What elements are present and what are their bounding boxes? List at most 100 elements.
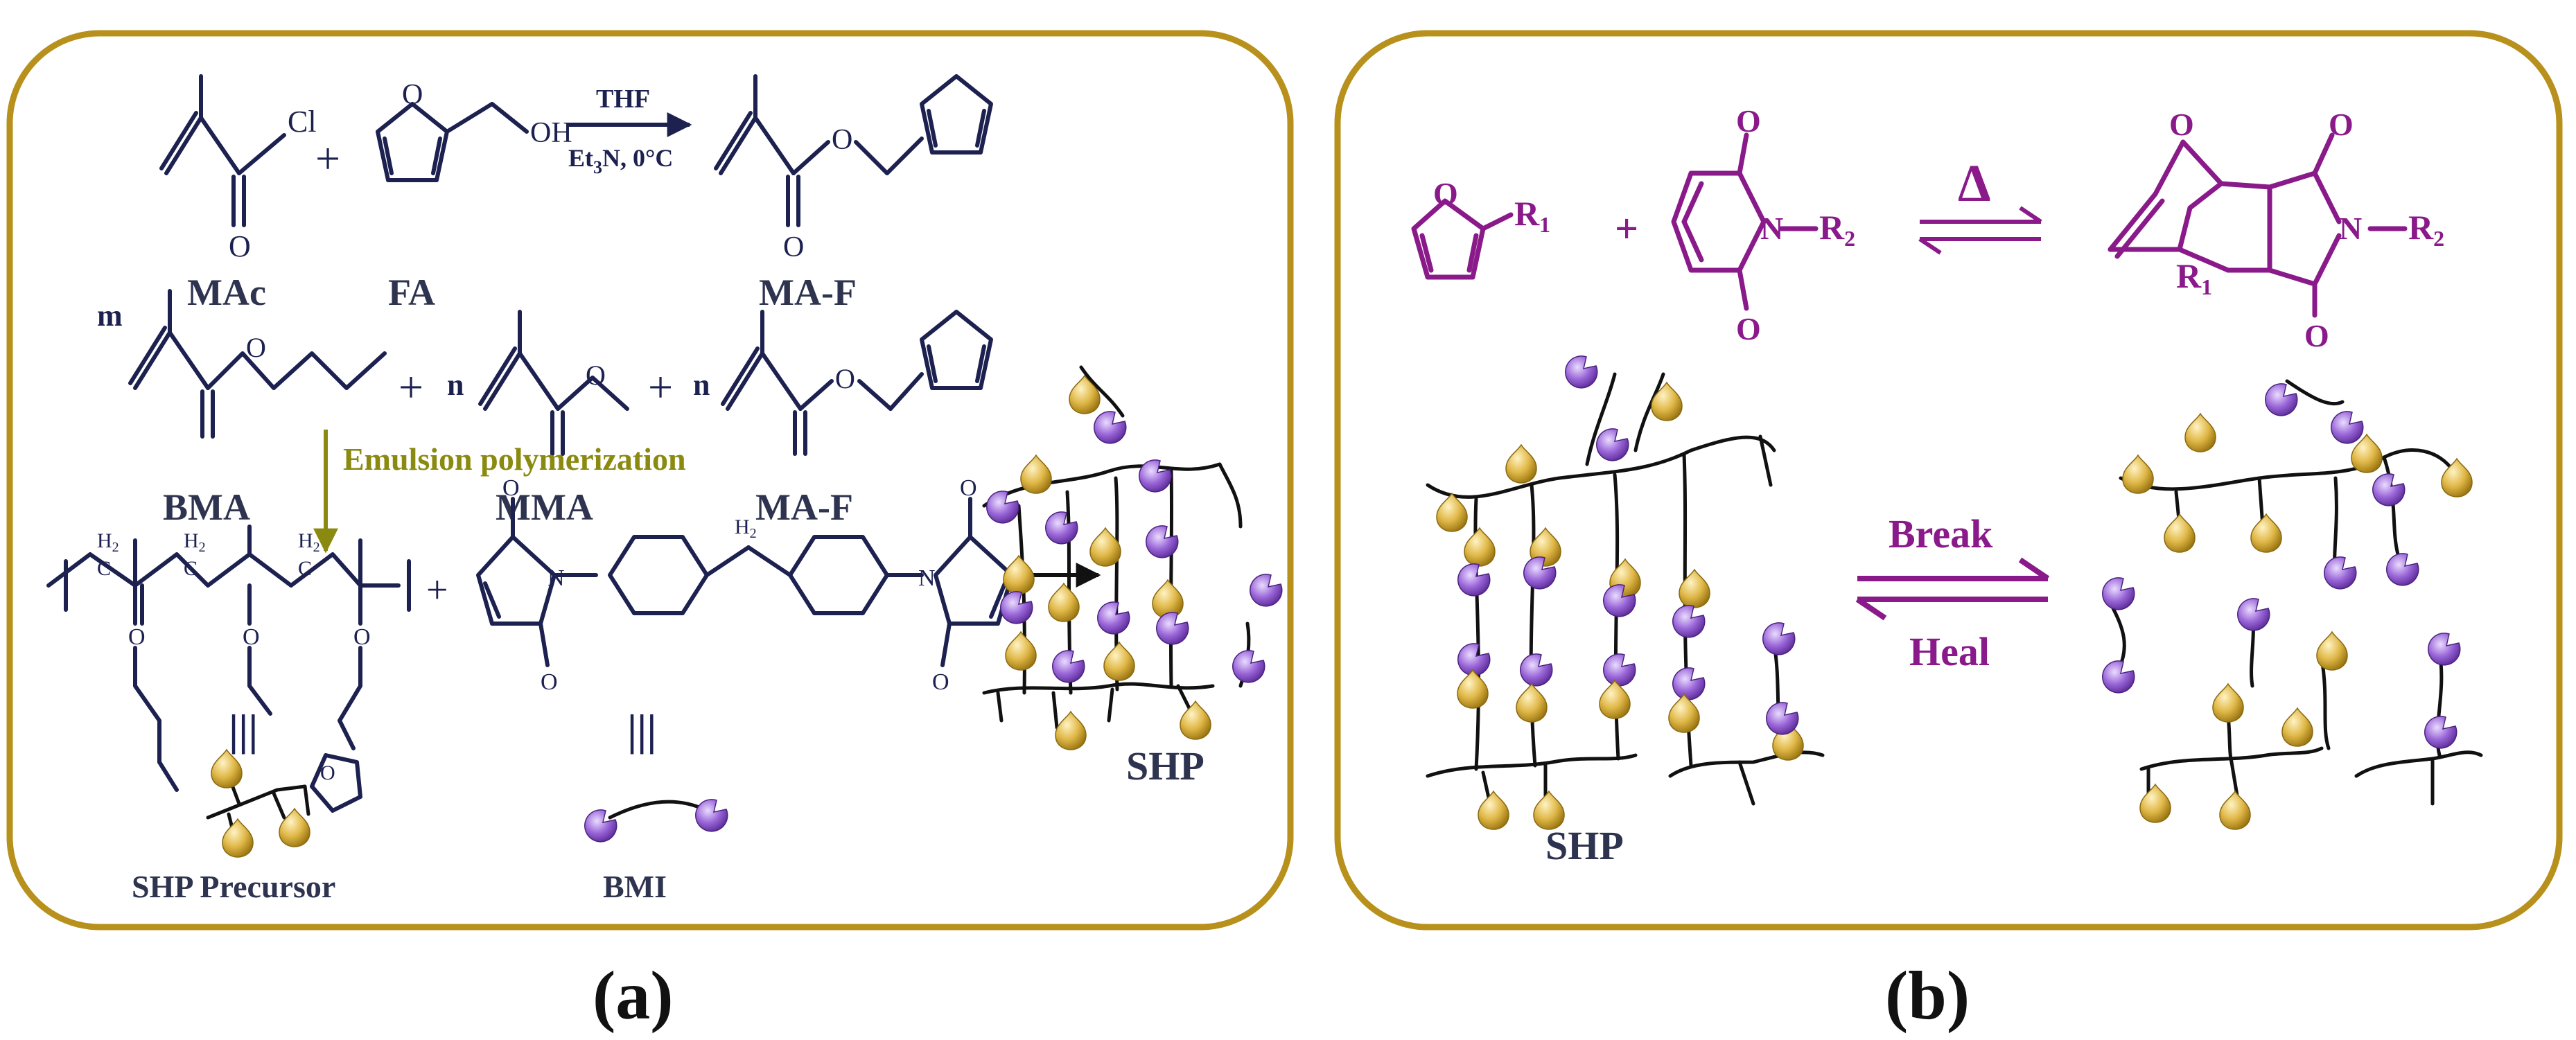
atom-o-fa: O	[402, 79, 423, 111]
plus-4: +	[426, 569, 448, 612]
bmi-h: H	[735, 515, 750, 538]
adduct-r: R	[2408, 208, 2434, 247]
coef-m: m	[97, 299, 123, 333]
furan-r: R	[1514, 194, 1540, 233]
atom-o-bma: O	[246, 332, 266, 363]
structure-bmi: O O N H2 N O O	[476, 475, 1014, 695]
label-shp-a: SHP	[1126, 743, 1204, 788]
polymer-h2-2: H2	[184, 529, 206, 555]
label-bmi: BMI	[603, 869, 667, 904]
bmi-o-1: O	[502, 475, 520, 501]
plus-2: +	[398, 362, 423, 412]
structure-furan-r1: O R1	[1411, 176, 1550, 280]
bmi-o-2: O	[541, 669, 558, 695]
label-break: Break	[1889, 511, 1993, 556]
structure-mac: Cl O	[159, 74, 317, 263]
bmi-n-1: N	[547, 565, 565, 591]
furan-o: O	[1433, 176, 1458, 211]
adduct-r1: R1	[2176, 256, 2212, 299]
maleimide-o-top: O	[1736, 103, 1761, 139]
polymer-c-3: C	[298, 557, 312, 580]
plus-3: +	[648, 362, 673, 412]
label-shp-b: SHP	[1545, 823, 1624, 868]
maleimide-r2: R2	[1819, 208, 1855, 251]
polymer-h2-1: H2	[97, 529, 119, 555]
adduct-o-bottom: O	[2304, 318, 2329, 353]
equilibrium-arrows	[1918, 206, 2042, 255]
label-maf-monomer: MA-F	[755, 486, 853, 528]
break-heal-arrows	[1855, 557, 2050, 621]
adduct-o-top: O	[2329, 107, 2354, 142]
condition-et: Et	[568, 144, 593, 172]
condition-et3n: Et3N, 0°C	[568, 144, 673, 177]
bmi-icon	[584, 799, 728, 843]
structure-polymer-precursor: H2 C H2 C H2 C O O O O	[46, 525, 411, 813]
precursor-icon	[206, 749, 310, 858]
structure-mma: O	[478, 310, 629, 456]
label-shp-precursor: SHP Precursor	[132, 869, 335, 904]
adduct-r2-sub: 2	[2433, 226, 2444, 251]
panel-b-frame	[1334, 30, 2563, 931]
heat-symbol: Δ	[1958, 155, 1991, 213]
polymer-h-2-sub: 2	[199, 540, 206, 555]
bmi-h-sub: 2	[750, 526, 757, 541]
condition-n-temp: N, 0°C	[602, 144, 673, 172]
panel-a-frame	[6, 30, 1294, 931]
atom-o-carbonyl: O	[783, 231, 804, 263]
label-heal: Heal	[1909, 629, 1990, 674]
structure-da-adduct: O O N R2 O R1	[2108, 107, 2444, 353]
structure-maf-monomer: O	[721, 310, 993, 456]
caption-a: (a)	[593, 957, 674, 1034]
atom-o-mac: O	[229, 229, 251, 263]
coef-n-1: n	[447, 368, 464, 402]
atom-oh-fa: OH	[530, 117, 572, 149]
condition-sub-3: 3	[593, 157, 602, 177]
equiv-precursor: |||	[229, 705, 258, 755]
polymer-o-3: O	[353, 624, 371, 650]
structure-maleimide-r2: O N O R2	[1671, 103, 1855, 346]
polymer-h2-3: H2	[298, 529, 320, 555]
label-maf-product: MA-F	[759, 272, 857, 313]
network-shp-b-broken	[2102, 379, 2483, 830]
polymer-o-1: O	[128, 624, 146, 650]
furan-r1-sub: 1	[1539, 212, 1550, 237]
label-polymerization: Emulsion polymerization	[343, 441, 686, 477]
polymer-h-3-sub: 2	[313, 540, 320, 555]
network-shp-b-healed	[1426, 355, 1825, 830]
bmi-o-3: O	[960, 475, 977, 501]
structure-fa: O OH	[376, 79, 572, 182]
polymer-h-1: H	[97, 529, 112, 552]
label-fa: FA	[388, 272, 435, 313]
bmi-n-2: N	[918, 565, 936, 591]
polymer-c-1: C	[97, 557, 111, 580]
maleimide-r: R	[1819, 208, 1845, 247]
adduct-o-bridge: O	[2169, 107, 2194, 142]
maleimide-r2-sub: 2	[1844, 226, 1855, 251]
structure-bma: O	[128, 289, 387, 439]
polymer-c-2: C	[184, 557, 198, 580]
network-shp-a	[982, 365, 1283, 750]
adduct-r1-sub: 1	[2201, 274, 2212, 299]
adduct-r: R	[2176, 256, 2202, 295]
furan-r1: R1	[1514, 194, 1550, 237]
atom-o-ester: O	[832, 124, 852, 156]
condition-thf: THF	[596, 85, 650, 114]
adduct-r2: R2	[2408, 208, 2444, 251]
polymer-o-2: O	[243, 624, 260, 650]
label-mac: MAc	[187, 272, 266, 313]
atom-o-mma: O	[586, 360, 606, 391]
polymer-h-3: H	[298, 529, 313, 552]
polymer-h-2: H	[184, 529, 199, 552]
caption-b: (b)	[1885, 957, 1970, 1034]
plus-1: +	[315, 134, 340, 183]
adduct-n: N	[2339, 211, 2362, 246]
atom-cl: Cl	[288, 105, 317, 139]
bmi-o-4: O	[932, 669, 949, 695]
structure-maf-product: O O	[714, 74, 993, 263]
polymer-h-1-sub: 2	[112, 540, 119, 555]
bmi-h2: H2	[735, 515, 757, 541]
label-bma: BMA	[163, 486, 250, 528]
atom-o-maf2: O	[835, 363, 855, 394]
coef-n-2: n	[693, 368, 710, 402]
